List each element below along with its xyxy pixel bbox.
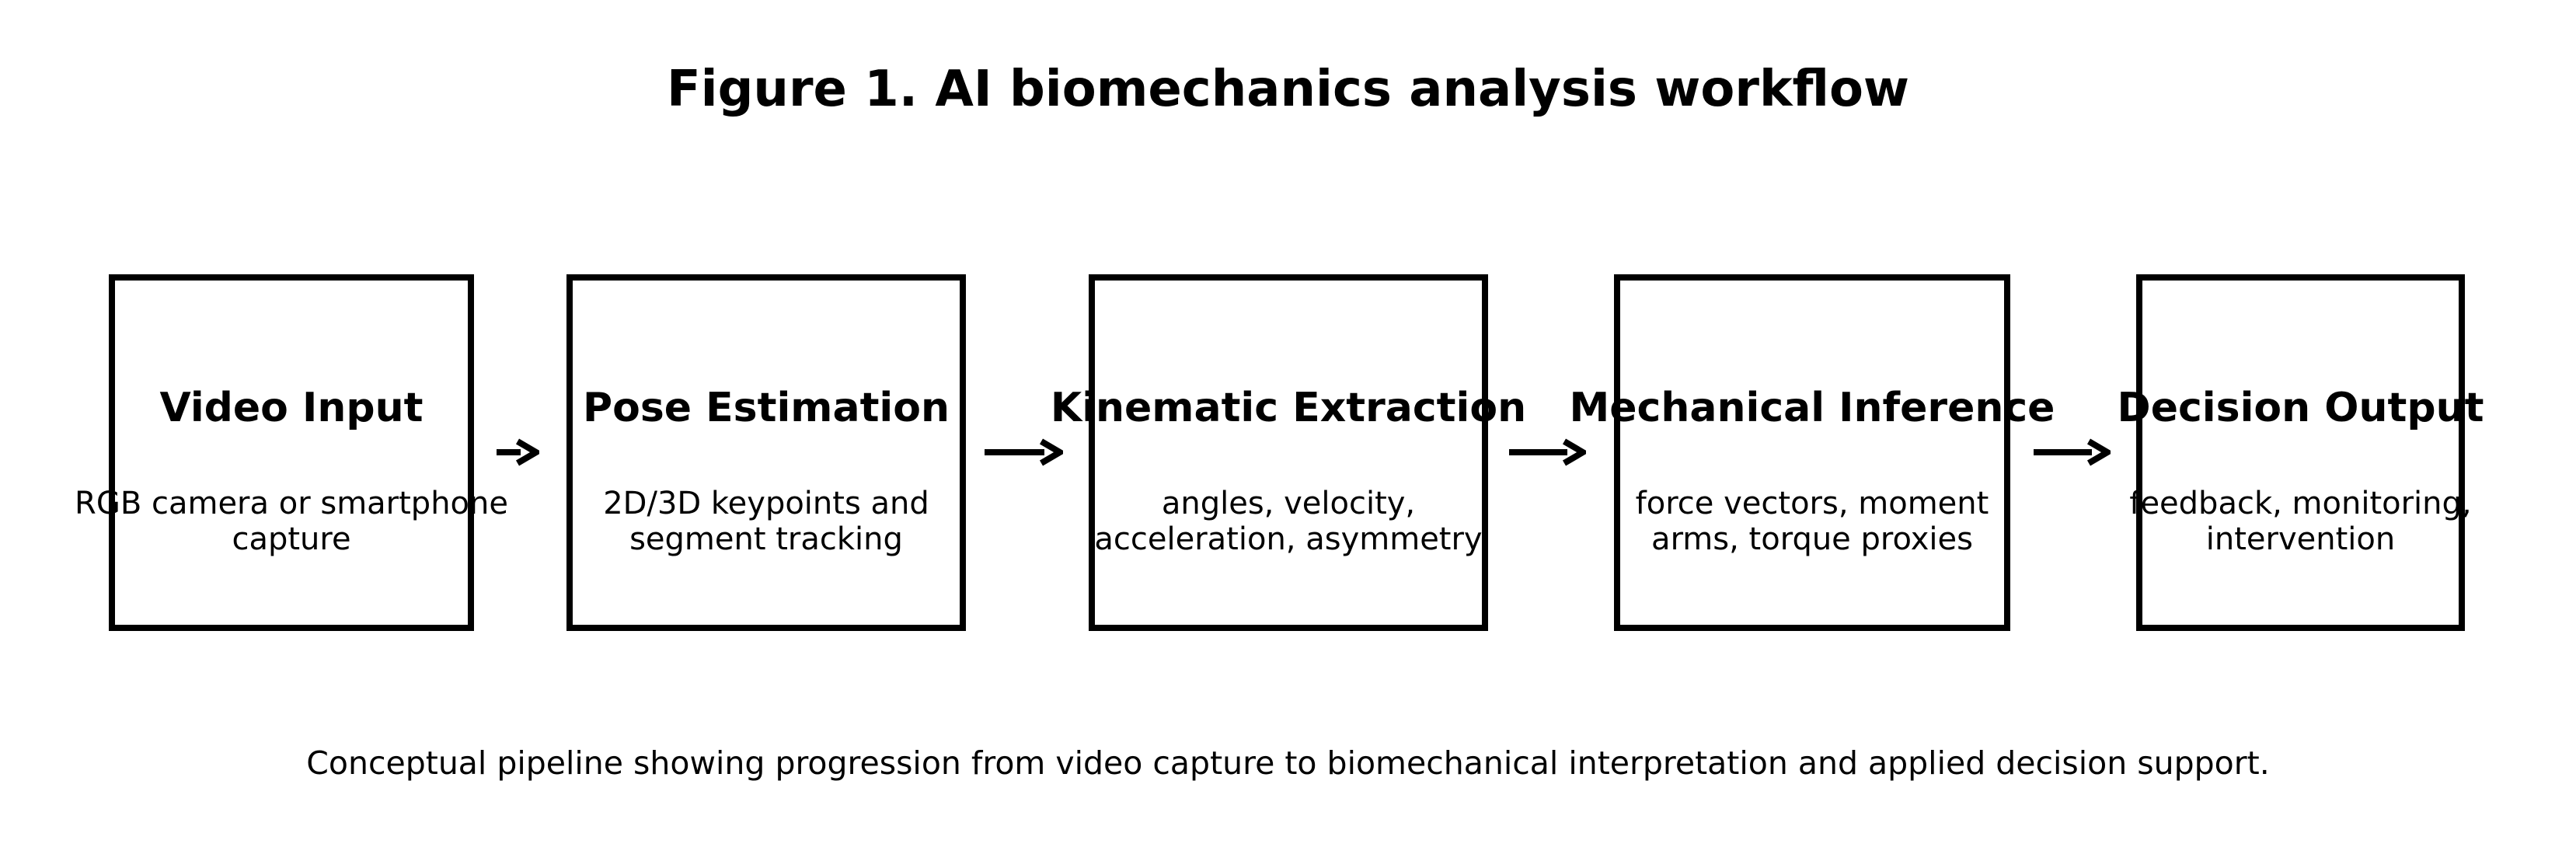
stage-description: 2D/3D keypoints and segment tracking <box>603 486 929 557</box>
stage-description: RGB camera or smartphone capture <box>75 486 508 557</box>
stage-box-mechanical-inference: Mechanical Inference force vectors, mome… <box>1570 274 2055 631</box>
stage-description: angles, velocity, acceleration, asymmetr… <box>1094 486 1483 557</box>
stage-box-pose-estimation: Pose Estimation 2D/3D keypoints and segm… <box>566 274 966 631</box>
stage-description: force vectors, moment arms, torque proxi… <box>1635 486 1989 557</box>
figure-caption: Conceptual pipeline showing progression … <box>306 744 2270 782</box>
stage-box-decision-output: Decision Output feedback, monitoring, in… <box>2118 274 2484 631</box>
stage-description: feedback, monitoring, intervention <box>2129 486 2472 557</box>
flow-arrow-icon <box>2034 438 2111 466</box>
flow-arrow-icon <box>497 438 539 466</box>
stage-title: Pose Estimation <box>582 385 950 431</box>
stage-title: Video Input <box>159 385 424 431</box>
stage-title: Decision Output <box>2117 385 2484 431</box>
figure-title: Figure 1. AI biomechanics analysis workf… <box>666 61 1910 118</box>
stage-box-video-input: Video Input RGB camera or smartphone cap… <box>75 274 508 631</box>
stage-title: Mechanical Inference <box>1569 385 2055 431</box>
flow-arrow-icon <box>985 438 1063 466</box>
stage-title: Kinematic Extraction <box>1050 385 1527 431</box>
flow-arrow-icon <box>1509 438 1586 466</box>
stage-box-kinematic-extraction: Kinematic Extraction angles, velocity, a… <box>1051 274 1526 631</box>
